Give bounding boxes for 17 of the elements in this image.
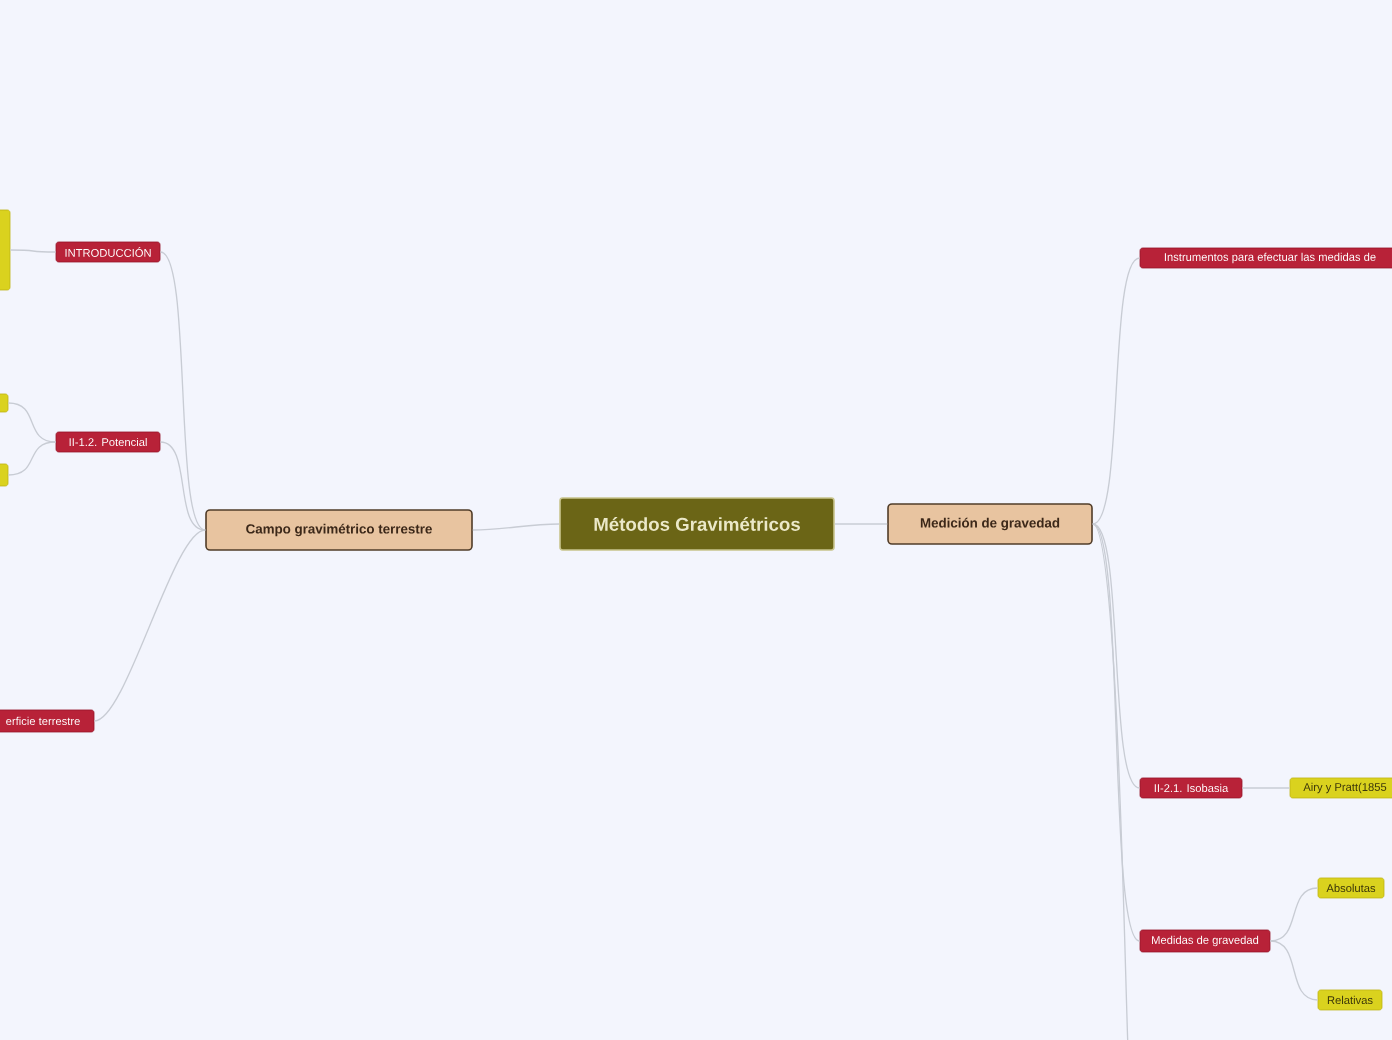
connector-line — [1092, 523, 1141, 942]
connector-line — [1269, 887, 1319, 942]
connector-line — [9, 249, 57, 253]
central-topic-box: Métodos Gravimétricos — [559, 497, 835, 551]
connector-line — [159, 441, 206, 531]
connector-line — [1241, 787, 1291, 789]
topic-box — [0, 393, 9, 413]
connector-line — [472, 523, 560, 531]
connector-line — [1092, 257, 1141, 525]
topic-box — [0, 463, 9, 487]
connector-line — [93, 529, 206, 722]
connector-line — [1269, 940, 1319, 1001]
connector-line — [1092, 523, 1141, 789]
connector-line — [1092, 523, 1129, 1040]
connector-line — [159, 251, 206, 531]
topic-box — [0, 209, 11, 291]
connector-line — [834, 523, 888, 525]
